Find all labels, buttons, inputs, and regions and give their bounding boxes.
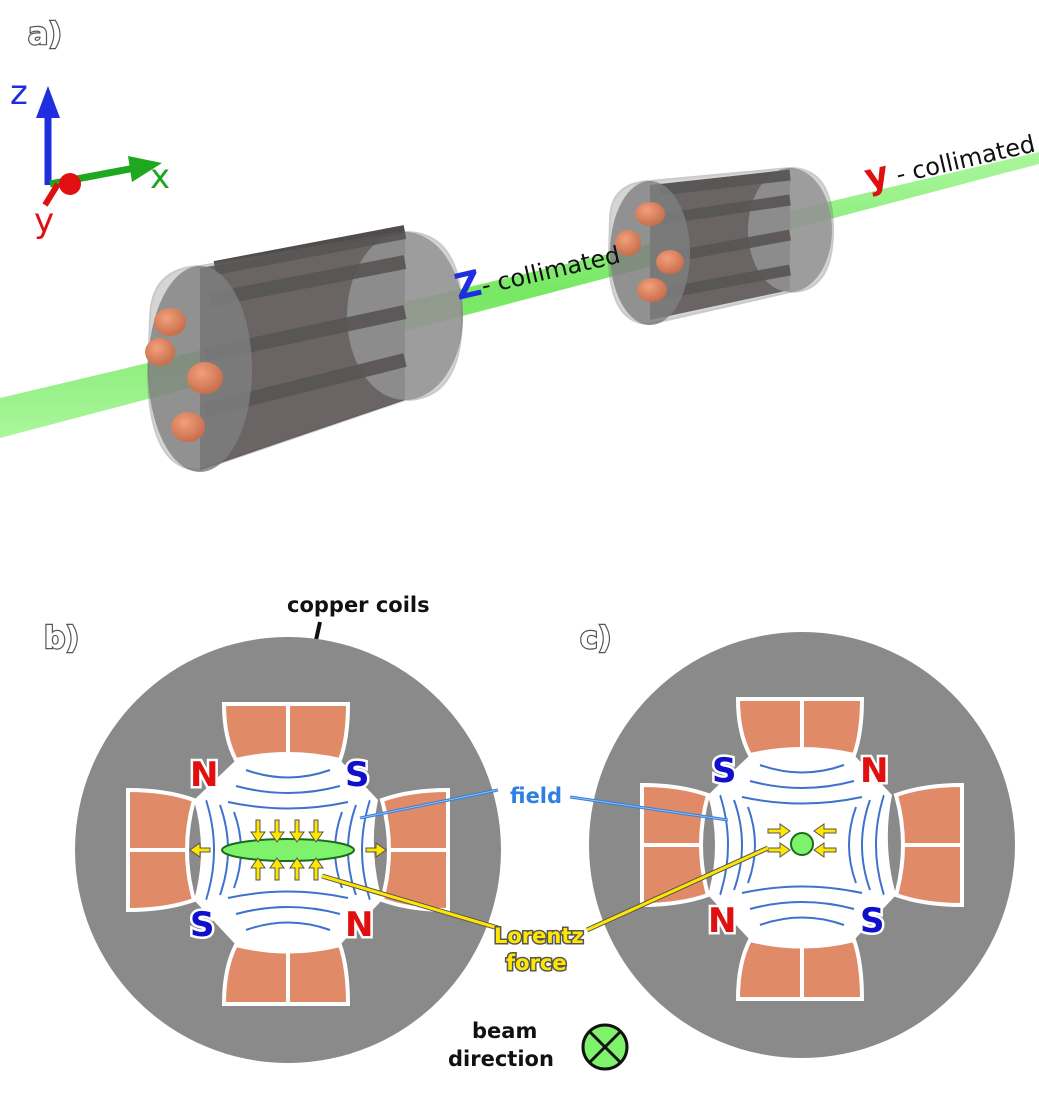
copper-coil — [154, 308, 186, 336]
x-axis-label: x — [150, 157, 170, 197]
z-collimated-caption: Z- collimated — [451, 231, 624, 309]
field-lines — [719, 764, 885, 926]
panel-c: c) — [579, 620, 1015, 1058]
axes-triad: z x y — [10, 73, 170, 241]
coil-left — [126, 787, 197, 913]
z-axis-label: z — [10, 73, 28, 113]
coil-top — [221, 702, 351, 763]
svg-text:Z- collimated: Z- collimated — [451, 231, 624, 309]
pole-label: N — [860, 751, 888, 791]
beam-cross-section — [221, 838, 355, 862]
beam-cross-section — [790, 832, 814, 856]
copper-coil — [171, 412, 205, 442]
pole-label: S — [712, 751, 737, 791]
copper-coil — [637, 278, 667, 302]
beam-direction-line2: direction — [448, 1047, 554, 1071]
beam-direction-line1: beam — [472, 1019, 537, 1043]
coil-left — [640, 782, 711, 908]
panel-a-label: a) — [28, 17, 62, 52]
copper-coil — [145, 338, 175, 366]
x-axis-arrow — [128, 156, 162, 182]
pole-label: N — [708, 901, 736, 941]
panel-b-label: b) — [44, 621, 79, 656]
lorentz-force-arrows — [189, 819, 387, 881]
field-annotation: field — [359, 782, 729, 822]
pole-label: S — [190, 905, 215, 945]
field-label: field — [510, 784, 562, 808]
lorentz-annotation: Lorentz force — [321, 845, 770, 977]
coil-right — [379, 787, 450, 913]
y-axis-label: y — [34, 201, 54, 241]
z-axis-arrow — [36, 86, 60, 118]
pole-label: S — [860, 901, 885, 941]
copper-coil — [615, 230, 641, 256]
coil-right — [893, 782, 964, 908]
coil-top — [735, 697, 865, 758]
panel-b: b) copper coils — [43, 593, 501, 1063]
beam-into-page-icon — [581, 1023, 629, 1071]
pole-label: N — [345, 905, 373, 945]
pole-label: S — [345, 755, 370, 795]
pole-label: N — [190, 755, 218, 795]
copper-coil — [187, 362, 223, 394]
beam-direction-legend: beam direction — [448, 1019, 629, 1071]
coil-bottom — [221, 942, 351, 1006]
left-quadrupole-magnet — [145, 225, 464, 472]
panel-c-label: c) — [580, 621, 612, 656]
coil-bottom — [735, 937, 865, 1001]
lorentz-label-line1: Lorentz — [494, 924, 584, 948]
copper-coils-label: copper coils — [287, 593, 430, 617]
copper-coil — [656, 250, 684, 274]
y-axis-dot — [59, 173, 81, 195]
lorentz-force-arrows — [767, 823, 837, 858]
copper-coil — [635, 202, 665, 226]
panel-a: a) z x y — [0, 16, 1039, 472]
right-quadrupole-magnet — [607, 166, 835, 326]
lorentz-label-line2: force — [506, 951, 567, 975]
